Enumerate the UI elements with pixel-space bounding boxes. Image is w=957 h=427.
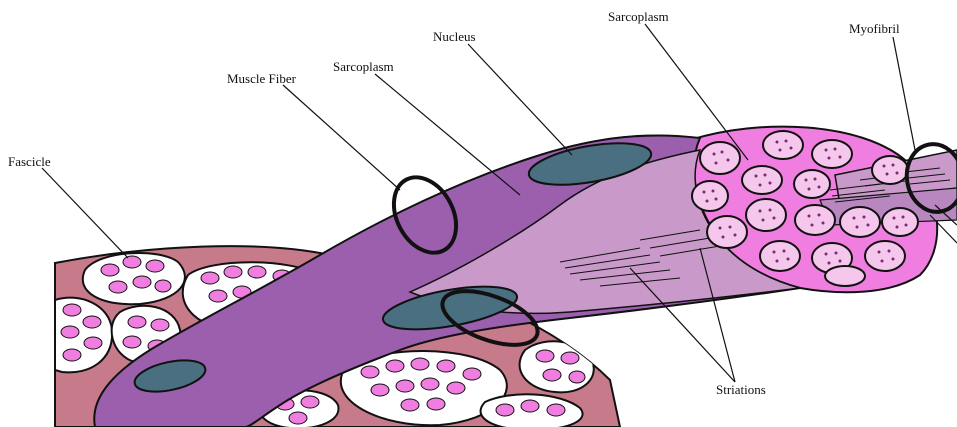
label-striations: Striations: [716, 383, 766, 397]
fiber-bundle: [83, 253, 185, 304]
leader-line-fascicle: [42, 168, 128, 258]
label-muscle-fiber: Muscle Fiber: [227, 72, 296, 86]
label-nucleus: Nucleus: [433, 30, 476, 44]
label-sarcoplasm-left: Sarcoplasm: [333, 60, 394, 74]
label-myofibril: Myofibril: [849, 22, 900, 36]
leader-line-myofibril: [893, 37, 915, 150]
fiber-bundle: [520, 341, 594, 392]
label-sarcoplasm-right: Sarcoplasm: [608, 10, 669, 24]
leader-line-sarcoplasm-left: [375, 74, 520, 195]
leader-line-muscle-fiber: [283, 85, 400, 190]
label-fascicle: Fascicle: [8, 155, 51, 169]
leader-line-nucleus: [468, 44, 572, 155]
